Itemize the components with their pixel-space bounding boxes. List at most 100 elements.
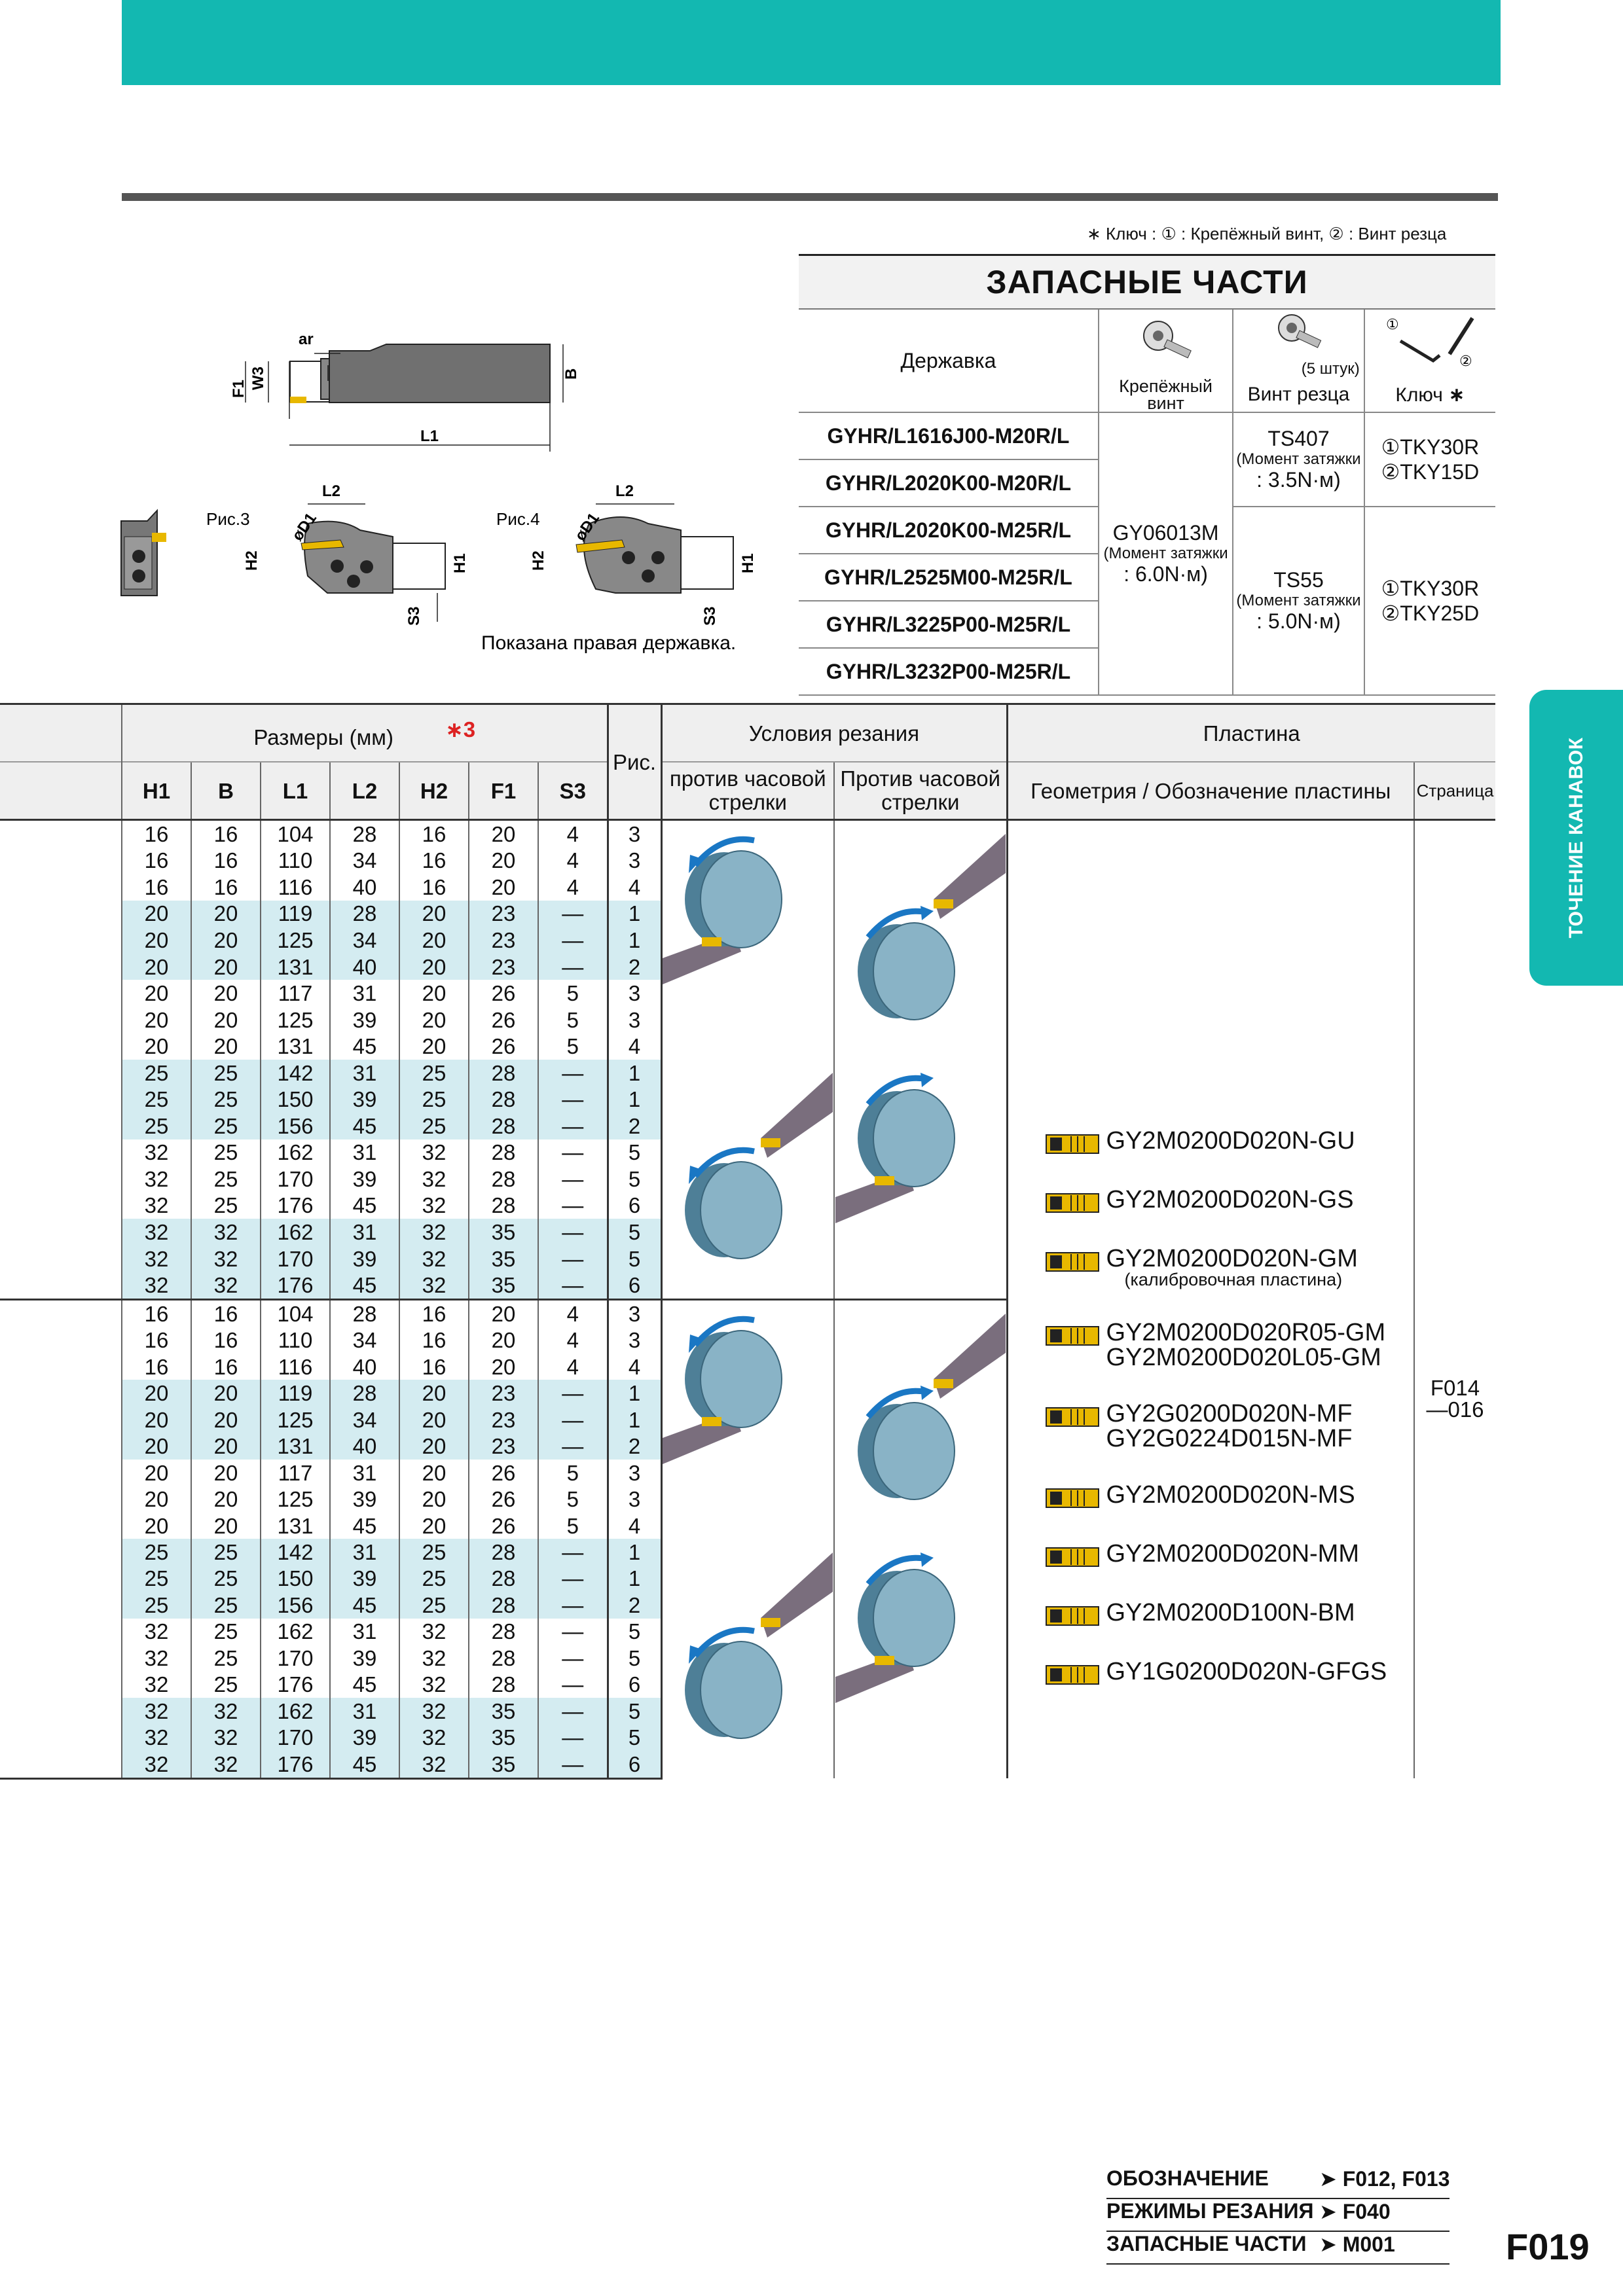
fig-cell: 1 xyxy=(606,1565,661,1592)
cutting-direction-illustration xyxy=(835,1073,955,1223)
dim-cell-h1: 20 xyxy=(121,1006,191,1033)
dim-cell-b: 25 xyxy=(191,1059,261,1086)
dim-cell-b: 20 xyxy=(191,900,261,927)
dim-cell-l1: 117 xyxy=(260,980,330,1007)
page-reference[interactable]: F014—016 xyxy=(1413,819,1495,1778)
insert-item[interactable]: GY2M0200D020N-GS xyxy=(1045,1187,1414,1215)
clamp-screw-cell: GY06013M (Момент затяжки : 6.0N·м) xyxy=(1098,412,1234,696)
dim-cell-h1: 20 xyxy=(121,1433,191,1460)
insert-item[interactable]: GY2M0200D020N-GU xyxy=(1045,1128,1414,1156)
fig-cell: 3 xyxy=(606,1299,661,1327)
insert-item[interactable]: GY1G0200D020N-GFGS xyxy=(1045,1659,1414,1687)
dim-cell-f1: 28 xyxy=(468,1645,538,1672)
cutting-direction-illustration xyxy=(857,1314,1006,1500)
dim-cell-l1: 119 xyxy=(260,1380,330,1407)
dim-cell-h1: 32 xyxy=(121,1618,191,1645)
dim-cell-f1: 23 xyxy=(468,1380,538,1407)
insert-item[interactable]: GY2M0200D020N-MM xyxy=(1045,1541,1414,1569)
dim-cell-l1: 117 xyxy=(260,1459,330,1486)
dim-cell-h1: 25 xyxy=(121,1059,191,1086)
dim-cell-l1: 125 xyxy=(260,1006,330,1033)
holder-code: GYHR/L3232P00-M25R/L xyxy=(799,648,1099,696)
cutting-direction-illustration xyxy=(663,1316,783,1464)
fig-header: Рис. xyxy=(606,703,661,821)
holder-code: GYHR/L3225P00-M25R/L xyxy=(799,601,1099,649)
fig-cell: 5 xyxy=(606,1219,661,1246)
holder-drawings: ar L1 W3 F1 B Рис.3 L2 øD1 H2 H1 S3 Рис.… xyxy=(120,331,757,654)
dim-cell-h1: 20 xyxy=(121,927,191,954)
col-header-l2: L2 xyxy=(329,761,399,821)
dim-cell-h2: 25 xyxy=(399,1059,469,1086)
dim-cell-s3: 5 xyxy=(538,1459,608,1486)
dim-cell-s3: 4 xyxy=(538,1299,608,1327)
dim-cell-b: 25 xyxy=(191,1539,261,1566)
footer-link[interactable]: ОБОЗНАЧЕНИЕ➤ F012, F013 xyxy=(1106,2166,1450,2199)
fig-cell: 4 xyxy=(606,1353,661,1380)
dim-cell-h2: 25 xyxy=(399,1592,469,1619)
fig-cell: 3 xyxy=(606,1006,661,1033)
dim-cell-h1: 25 xyxy=(121,1086,191,1113)
footer-refs: ОБОЗНАЧЕНИЕ➤ F012, F013 РЕЖИМЫ РЕЗАНИЯ➤ … xyxy=(1106,2166,1450,2265)
dim-cell-l2: 28 xyxy=(329,900,399,927)
dim-cell-f1: 26 xyxy=(468,1033,538,1060)
dim-cell-h1: 25 xyxy=(121,1565,191,1592)
insert-icon xyxy=(1045,1326,1099,1346)
holder-top-view-drawing: ar L1 W3 F1 B xyxy=(230,331,580,452)
col-header-f1: F1 xyxy=(468,761,538,821)
dim-cell-h1: 20 xyxy=(121,1406,191,1433)
insert-item[interactable]: GY2M0200D020N-MS xyxy=(1045,1482,1414,1510)
insert-item[interactable]: GY2M0200D100N-BM xyxy=(1045,1600,1414,1628)
dim-cell-h1: 32 xyxy=(121,1671,191,1698)
dim-cell-f1: 28 xyxy=(468,1059,538,1086)
dim-cell-h2: 20 xyxy=(399,980,469,1007)
dim-cell-b: 20 xyxy=(191,1486,261,1513)
dim-cell-s3: — xyxy=(538,1724,608,1751)
dim-cell-h2: 20 xyxy=(399,900,469,927)
dim-cell-h2: 16 xyxy=(399,874,469,901)
page-header: Страница xyxy=(1413,761,1495,821)
dim-cell-f1: 35 xyxy=(468,1698,538,1725)
svg-text:S3: S3 xyxy=(701,607,719,626)
dim-cell-s3: — xyxy=(538,1539,608,1566)
dim-cell-h2: 20 xyxy=(399,1406,469,1433)
dim-cell-l2: 28 xyxy=(329,1299,399,1327)
dim-cell-h2: 16 xyxy=(399,1353,469,1380)
svg-text:W3: W3 xyxy=(249,367,267,390)
insert-icon xyxy=(1045,1193,1099,1213)
dim-cell-h1: 20 xyxy=(121,1459,191,1486)
dim-cell-f1: 35 xyxy=(468,1724,538,1751)
holder-code: GYHR/L2525M00-M25R/L xyxy=(799,554,1099,601)
dim-cell-l1: 131 xyxy=(260,953,330,980)
page-number: F019 xyxy=(1506,2226,1590,2267)
fig-cell: 4 xyxy=(606,1512,661,1539)
dim-cell-s3: 5 xyxy=(538,980,608,1007)
dim-cell-s3: 4 xyxy=(538,847,608,874)
dim-cell-s3: — xyxy=(538,927,608,954)
dim-cell-f1: 23 xyxy=(468,953,538,980)
footer-link[interactable]: РЕЖИМЫ РЕЗАНИЯ➤ F040 xyxy=(1106,2199,1450,2232)
dim-cell-h2: 20 xyxy=(399,1512,469,1539)
dim-cell-f1: 35 xyxy=(468,1750,538,1780)
dim-cell-h2: 20 xyxy=(399,927,469,954)
cutter-screw-header: Винт резца xyxy=(1233,378,1365,413)
holder-code: GYHR/L2020K00-M20R/L xyxy=(799,459,1099,507)
insert-item[interactable]: GY2M0200D020N-GM(калибровочная пластина) xyxy=(1045,1246,1414,1289)
svg-text:H1: H1 xyxy=(451,553,469,573)
dim-cell-l1: 176 xyxy=(260,1750,330,1780)
ccw-illustration-cell xyxy=(660,1299,834,1778)
footer-link[interactable]: ЗАПАСНЫЕ ЧАСТИ➤ M001 xyxy=(1106,2232,1450,2265)
section-tab[interactable]: ТОЧЕНИЕ КАНАВОК xyxy=(1529,690,1623,986)
